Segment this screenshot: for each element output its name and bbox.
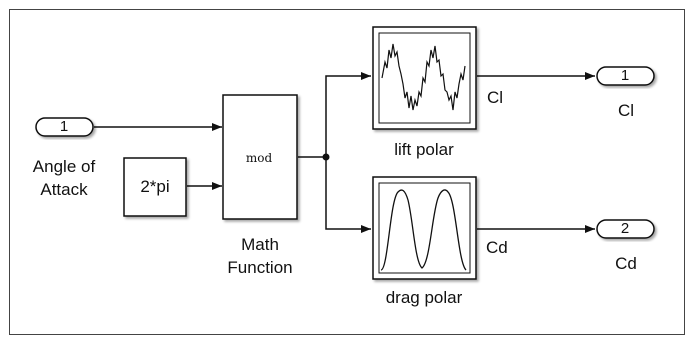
lift-polar-waveform	[381, 43, 466, 111]
diagram-frame	[9, 9, 685, 335]
outport-cd-label: Cd	[615, 254, 637, 273]
inport-angle-label-line2: Attack	[40, 180, 88, 199]
inport-angle-of-attack[interactable]	[35, 117, 94, 137]
signal-mod-to-lift[interactable]	[325, 72, 371, 157]
lift-polar-block[interactable]	[372, 26, 477, 130]
outport-cl-label: Cl	[617, 101, 635, 120]
inport-angle-number: 1	[59, 118, 69, 135]
drag-polar-label: drag polar	[385, 288, 463, 307]
drag-polar-block[interactable]	[372, 176, 477, 280]
outport-cd-number: 2	[620, 220, 630, 237]
branch-point	[322, 153, 330, 161]
constant-block[interactable]	[123, 157, 187, 217]
constant-value: 2*pi	[140, 177, 170, 196]
math-function-label-line1: Math	[241, 235, 279, 254]
inport-angle-label-line1: Angle of	[32, 157, 96, 176]
outport-cd[interactable]	[596, 219, 655, 239]
math-function-block[interactable]	[222, 94, 298, 220]
lift-polar-label: lift polar	[394, 140, 454, 159]
signal-mod-to-drag[interactable]	[325, 157, 371, 233]
drag-polar-output-signal: Cd	[486, 238, 508, 257]
lift-polar-output-signal: Cl	[487, 88, 504, 107]
outport-cl[interactable]	[596, 66, 655, 86]
math-function-operator: mod	[245, 151, 273, 165]
outport-cl-number: 1	[620, 67, 630, 84]
drag-polar-waveform	[380, 189, 467, 271]
math-function-label-line2: Function	[227, 258, 293, 277]
